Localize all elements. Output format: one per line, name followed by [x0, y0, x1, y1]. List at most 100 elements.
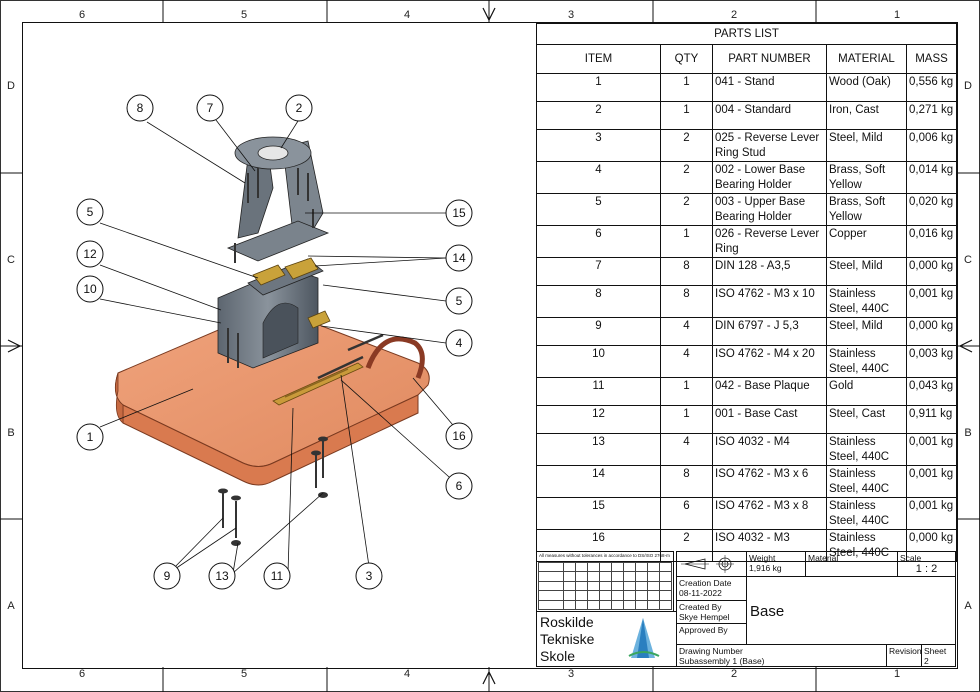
zone-row-c-right: C [964, 254, 972, 266]
zone-col-4-top: 4 [403, 9, 411, 21]
balloon-5-right: 5 [445, 287, 473, 315]
balloon-1: 1 [76, 423, 104, 451]
approved-by-box: Approved By [676, 623, 747, 645]
cell-part: 003 - Upper Base Bearing Holder [712, 193, 827, 226]
cell-qty: 4 [660, 345, 713, 378]
cell-mass: 0,271 kg [906, 101, 957, 130]
balloon-2: 2 [285, 94, 313, 122]
bearing-holders [252, 257, 331, 329]
cell-part: ISO 4762 - M4 x 20 [712, 345, 827, 378]
zone-col-6-bottom: 6 [78, 668, 86, 680]
cell-qty: 1 [660, 73, 713, 102]
zone-col-1-top: 1 [893, 9, 901, 21]
material-label: Material [808, 553, 839, 563]
tolerance-note: All measures without tolerances in accor… [539, 553, 670, 558]
cell-part: 041 - Stand [712, 73, 827, 102]
cell-item: 6 [536, 225, 661, 258]
zone-col-2-bottom: 2 [730, 668, 738, 680]
cell-mass: 0,043 kg [906, 377, 957, 406]
revision-label: Revision [889, 646, 922, 656]
cell-item: 15 [536, 497, 661, 530]
cell-mass: 0,556 kg [906, 73, 957, 102]
balloon-16: 16 [445, 422, 473, 450]
cell-qty: 8 [660, 465, 713, 498]
scale-value: 1 : 2 [915, 563, 938, 575]
svg-text:5: 5 [87, 205, 94, 219]
svg-text:13: 13 [215, 569, 229, 583]
cell-item: 3 [536, 129, 661, 162]
scale-box: Scale 1 : 2 [897, 551, 956, 577]
svg-text:8: 8 [137, 101, 144, 115]
cell-part: 002 - Lower Base Bearing Holder [712, 161, 827, 194]
svg-text:11: 11 [271, 569, 284, 583]
col-header-material: MATERIAL [826, 44, 907, 74]
cell-mass: 0,911 kg [906, 405, 957, 434]
cell-material: Gold [826, 377, 907, 406]
cell-material: Stainless Steel, 440C [826, 433, 907, 466]
cell-part: DIN 128 - A3,5 [712, 257, 827, 286]
col-header-mass: MASS [906, 44, 957, 74]
creation-date-label: Creation Date [679, 578, 732, 588]
cell-material: Stainless Steel, 440C [826, 497, 907, 530]
balloon-3: 3 [355, 562, 383, 590]
cell-qty: 1 [660, 377, 713, 406]
svg-text:9: 9 [164, 569, 171, 583]
drawing-number-value: Subassembly 1 (Base) [679, 656, 765, 666]
balloon-14: 14 [445, 244, 473, 272]
cell-part: ISO 4762 - M3 x 6 [712, 465, 827, 498]
col-header-part-number: PART NUMBER [712, 44, 827, 74]
cell-part: 001 - Base Cast [712, 405, 827, 434]
cell-material: Steel, Mild [826, 317, 907, 346]
cell-mass: 0,001 kg [906, 285, 957, 318]
cell-mass: 0,003 kg [906, 345, 957, 378]
school-line-1: Roskilde [540, 614, 594, 630]
title-box: Base [746, 576, 956, 645]
drawing-title: Base [750, 603, 785, 620]
cell-mass: 0,001 kg [906, 497, 957, 530]
balloon-12: 12 [76, 240, 104, 268]
cell-qty: 2 [660, 529, 713, 562]
cell-mass: 0,000 kg [906, 257, 957, 286]
cell-item: 11 [536, 377, 661, 406]
cell-part: 025 - Reverse Lever Ring Stud [712, 129, 827, 162]
svg-text:7: 7 [207, 101, 214, 115]
cell-qty: 4 [660, 317, 713, 346]
cell-mass: 0,001 kg [906, 465, 957, 498]
parts-list-title: PARTS LIST [536, 23, 957, 45]
washers-and-nuts [218, 436, 328, 546]
cell-mass: 0,020 kg [906, 193, 957, 226]
cell-material: Iron, Cast [826, 101, 907, 130]
cell-item: 12 [536, 405, 661, 434]
cell-qty: 2 [660, 193, 713, 226]
svg-text:6: 6 [456, 479, 463, 493]
base-plaque [272, 362, 364, 406]
cell-material: Stainless Steel, 440C [826, 285, 907, 318]
school-box: Roskilde Tekniske Skole [536, 611, 677, 667]
weight-value: 1,916 kg [749, 563, 782, 573]
revision-box: Revision [886, 644, 922, 667]
cell-material: Steel, Cast [826, 405, 907, 434]
cell-item: 13 [536, 433, 661, 466]
cell-qty: 1 [660, 101, 713, 130]
zone-row-a-right: A [964, 600, 972, 612]
cell-material: Stainless Steel, 440C [826, 529, 907, 562]
cell-material: Wood (Oak) [826, 73, 907, 102]
drawing-number-label: Drawing Number [679, 646, 743, 656]
cell-qty: 1 [660, 225, 713, 258]
projection-symbol-box [676, 551, 747, 577]
balloon-13: 13 [208, 562, 236, 590]
zone-row-b-left: B [7, 427, 15, 439]
creation-date-box: Creation Date 08-11-2022 [676, 576, 747, 601]
standard-casting [226, 136, 330, 262]
svg-text:14: 14 [452, 251, 466, 265]
cell-qty: 6 [660, 497, 713, 530]
zone-col-3-bottom: 3 [567, 668, 575, 680]
cell-part: ISO 4762 - M3 x 8 [712, 497, 827, 530]
zone-row-b-right: B [964, 427, 972, 439]
